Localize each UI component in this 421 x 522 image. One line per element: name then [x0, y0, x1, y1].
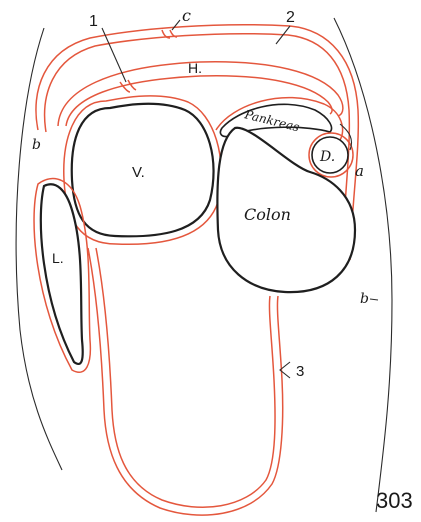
- label-d: D.: [319, 149, 335, 165]
- label-b-left: b: [32, 137, 41, 153]
- lower-sac-inner: [96, 248, 275, 507]
- leader-one: [102, 28, 126, 82]
- label-l: L.: [52, 250, 64, 266]
- label-c: c: [182, 6, 191, 25]
- leader-b-right: [370, 299, 378, 300]
- label-a: a: [355, 162, 364, 180]
- lower-sac-outer: [88, 248, 283, 515]
- label-1: 1: [89, 13, 98, 30]
- label-h: H.: [188, 60, 202, 76]
- leader-c: [172, 20, 180, 30]
- label-3: 3: [296, 363, 304, 380]
- label-v: V.: [132, 164, 145, 181]
- label-colon: Colon: [244, 205, 291, 224]
- label-b-right: b: [360, 291, 369, 307]
- label-2: 2: [286, 9, 295, 26]
- organ-l-outline: [41, 184, 83, 364]
- notch-one: [120, 80, 136, 92]
- page-number: 303: [376, 488, 413, 513]
